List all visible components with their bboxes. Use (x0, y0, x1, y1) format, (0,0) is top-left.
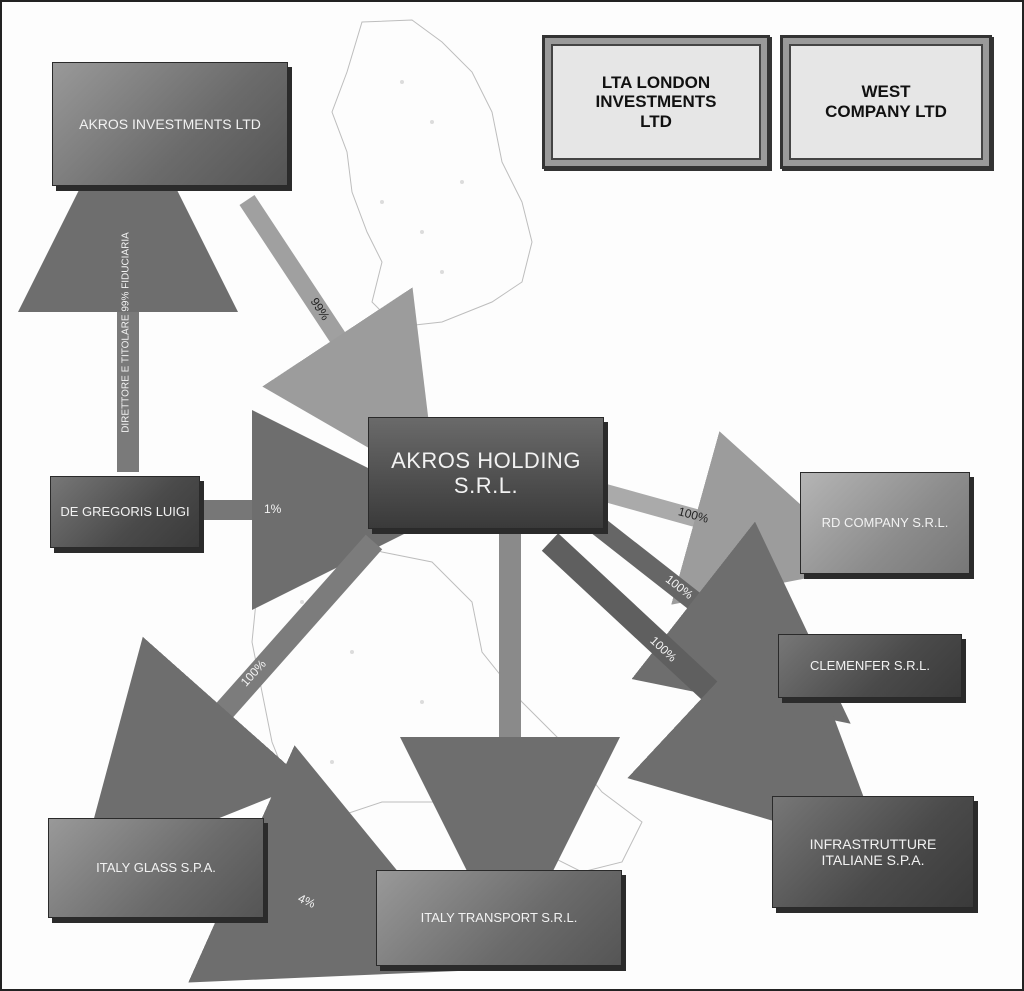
node-west-company: WEST COMPANY LTD (780, 35, 992, 169)
node-italy-transport: ITALY TRANSPORT S.R.L. (376, 870, 622, 966)
uk-map-outline (331, 19, 533, 328)
edge-label-vertical: DIRETTORE E TITOLARE 99% FIDUCIARIA (120, 232, 132, 433)
node-de-gregoris: DE GREGORIS LUIGI (50, 476, 200, 548)
node-akros-holding: AKROS HOLDING S.R.L. (368, 417, 604, 529)
node-lta-london: LTA LONDON INVESTMENTS LTD (542, 35, 770, 169)
arrow-glass-to-transport (188, 745, 479, 983)
node-akros-investments: AKROS INVESTMENTS LTD (52, 62, 288, 186)
node-infrastrutture: INFRASTRUTTURE ITALIANE S.P.A. (772, 796, 974, 908)
node-rd-company: RD COMPANY S.R.L. (800, 472, 970, 574)
node-clemenfer: CLEMENFER S.R.L. (778, 634, 962, 698)
edge-label-gregoris-holding: 1% (264, 502, 282, 516)
arrow-investments-to-holding (239, 195, 437, 488)
arrow-holding-to-infrastrutture (541, 533, 885, 854)
node-italy-glass: ITALY GLASS S.P.A. (48, 818, 264, 918)
